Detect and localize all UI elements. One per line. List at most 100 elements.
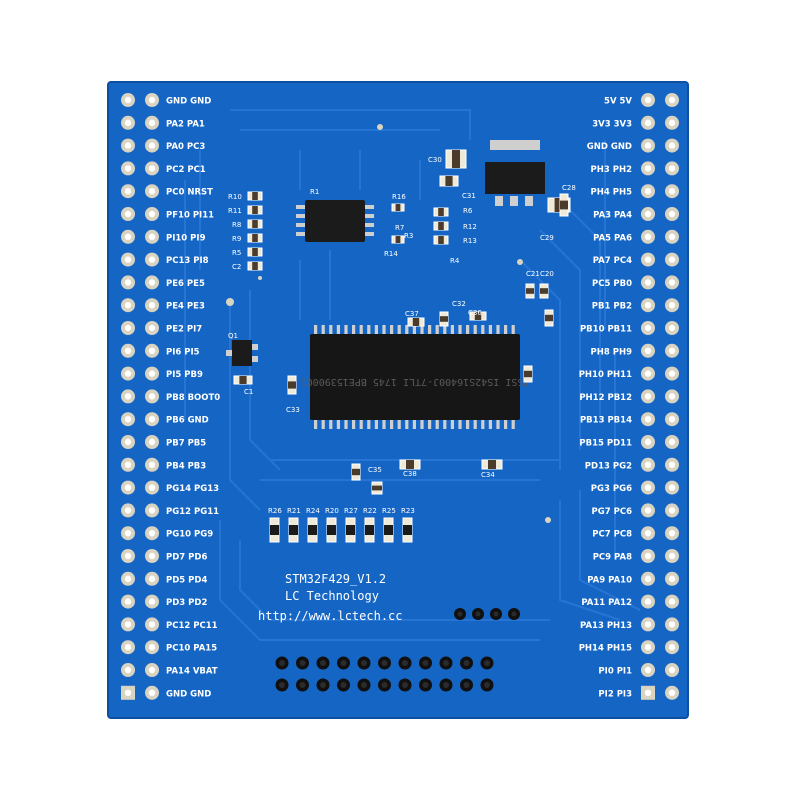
header-pad <box>508 608 520 620</box>
header-pin <box>121 594 135 609</box>
sdram-pin <box>466 325 470 335</box>
sdram-pin <box>382 419 386 429</box>
header-pin <box>145 207 159 221</box>
smd-component <box>247 205 263 215</box>
left-pin-label: PI5 PB9 <box>166 370 203 380</box>
smd-component <box>544 309 554 327</box>
left-pin-label: PE2 PI7 <box>166 325 202 335</box>
sdram-pin <box>390 419 394 429</box>
right-pin-label: PI2 PI3 <box>598 689 632 699</box>
header-pin <box>641 115 655 130</box>
row-resistor <box>383 517 394 543</box>
header-pin <box>641 275 655 290</box>
header-pin <box>665 275 679 290</box>
row-resistor-ref: R23 <box>401 507 415 515</box>
smd-component <box>351 463 361 481</box>
header-pin <box>665 321 679 335</box>
header-pin <box>145 161 159 176</box>
header-pin <box>145 321 159 335</box>
u1-eeprom-chip <box>296 200 374 242</box>
ref-c20: C20 <box>540 270 554 278</box>
header-pin <box>121 138 135 153</box>
sdram-pin <box>405 325 409 335</box>
header-pin <box>641 549 655 563</box>
ref-c1: C1 <box>244 388 253 396</box>
sdram-pin <box>329 325 333 335</box>
left-pin-label: PA2 PA1 <box>166 119 205 129</box>
header-pin <box>665 389 679 404</box>
sdram-pin <box>428 325 432 335</box>
header-pad <box>454 608 466 620</box>
sdram-pin <box>359 325 363 335</box>
ref-r10: R10 <box>228 193 242 201</box>
header-pad <box>378 678 391 692</box>
smd-component <box>391 203 405 212</box>
ref-c35: C35 <box>368 466 382 474</box>
smd-component <box>445 149 467 169</box>
right-pin-label: PH8 PH9 <box>591 347 633 357</box>
header-pin <box>121 503 135 518</box>
row-resistor <box>269 517 280 543</box>
sdram-pin <box>443 419 447 429</box>
sdram-pin <box>428 419 432 429</box>
header-pin <box>641 412 655 427</box>
header-pad <box>460 656 473 670</box>
left-pin-header <box>121 93 159 700</box>
smd-passives <box>233 149 571 495</box>
sdram-pin <box>321 325 325 335</box>
left-pin-label: PC0 NRST <box>166 188 213 198</box>
ref-r1: R1 <box>310 188 319 196</box>
header-pin <box>121 343 135 358</box>
sdram-pin <box>412 419 416 429</box>
header-pad <box>337 678 350 692</box>
header-pin <box>121 617 135 632</box>
row-resistor <box>345 517 356 543</box>
header-pin <box>145 663 159 677</box>
sdram-pin <box>390 325 394 335</box>
left-pin-label: PG10 PG9 <box>166 530 213 540</box>
row-resistor <box>326 517 337 543</box>
header-pin <box>145 343 159 358</box>
header-pin <box>145 366 159 381</box>
header-pad <box>398 678 412 692</box>
header-pin <box>665 298 679 313</box>
header-pin <box>121 93 135 107</box>
left-pin-label: PB7 PB5 <box>166 439 206 449</box>
header-pin <box>145 685 159 700</box>
header-pin <box>641 571 655 586</box>
left-pin-label: PD7 PD6 <box>166 553 207 563</box>
ref-c2: C2 <box>232 263 241 271</box>
sdram-pin <box>336 419 340 429</box>
header-pad <box>472 608 484 620</box>
left-pin-label: PE6 PE5 <box>166 279 205 289</box>
ref-designators: R10 R11 R8 R9 R5 C2 R1 R16 R7 R6 R12 R13… <box>228 156 576 479</box>
header-pad <box>296 678 309 692</box>
sdram-pin <box>458 325 462 335</box>
resistor-row <box>269 517 413 543</box>
header-pin <box>665 685 679 700</box>
header-pin <box>641 184 655 199</box>
ref-c30: C30 <box>428 156 442 164</box>
header-pad <box>480 656 494 670</box>
header-pin <box>121 275 135 290</box>
header-pin <box>665 435 679 449</box>
header-pin <box>145 275 159 290</box>
header-pin <box>641 93 655 107</box>
header-pin <box>665 663 679 677</box>
header-pad <box>398 656 412 670</box>
header-pin <box>121 457 135 472</box>
right-pin-label: PA11 PA12 <box>581 598 632 608</box>
header-pin <box>121 252 135 267</box>
header-pin <box>145 229 159 244</box>
sdram-pin <box>488 325 492 335</box>
board-title: STM32F429_V1.2 <box>285 572 386 586</box>
smd-component <box>433 221 449 231</box>
sdram-pin <box>450 419 454 429</box>
ref-r12: R12 <box>463 223 477 231</box>
sdram-pin <box>352 419 356 429</box>
header-pin <box>145 571 159 586</box>
header-pin <box>665 549 679 563</box>
header-pin <box>641 161 655 176</box>
left-pin-label: PF10 PI11 <box>166 211 214 221</box>
row-resistor-ref: R20 <box>325 507 339 515</box>
